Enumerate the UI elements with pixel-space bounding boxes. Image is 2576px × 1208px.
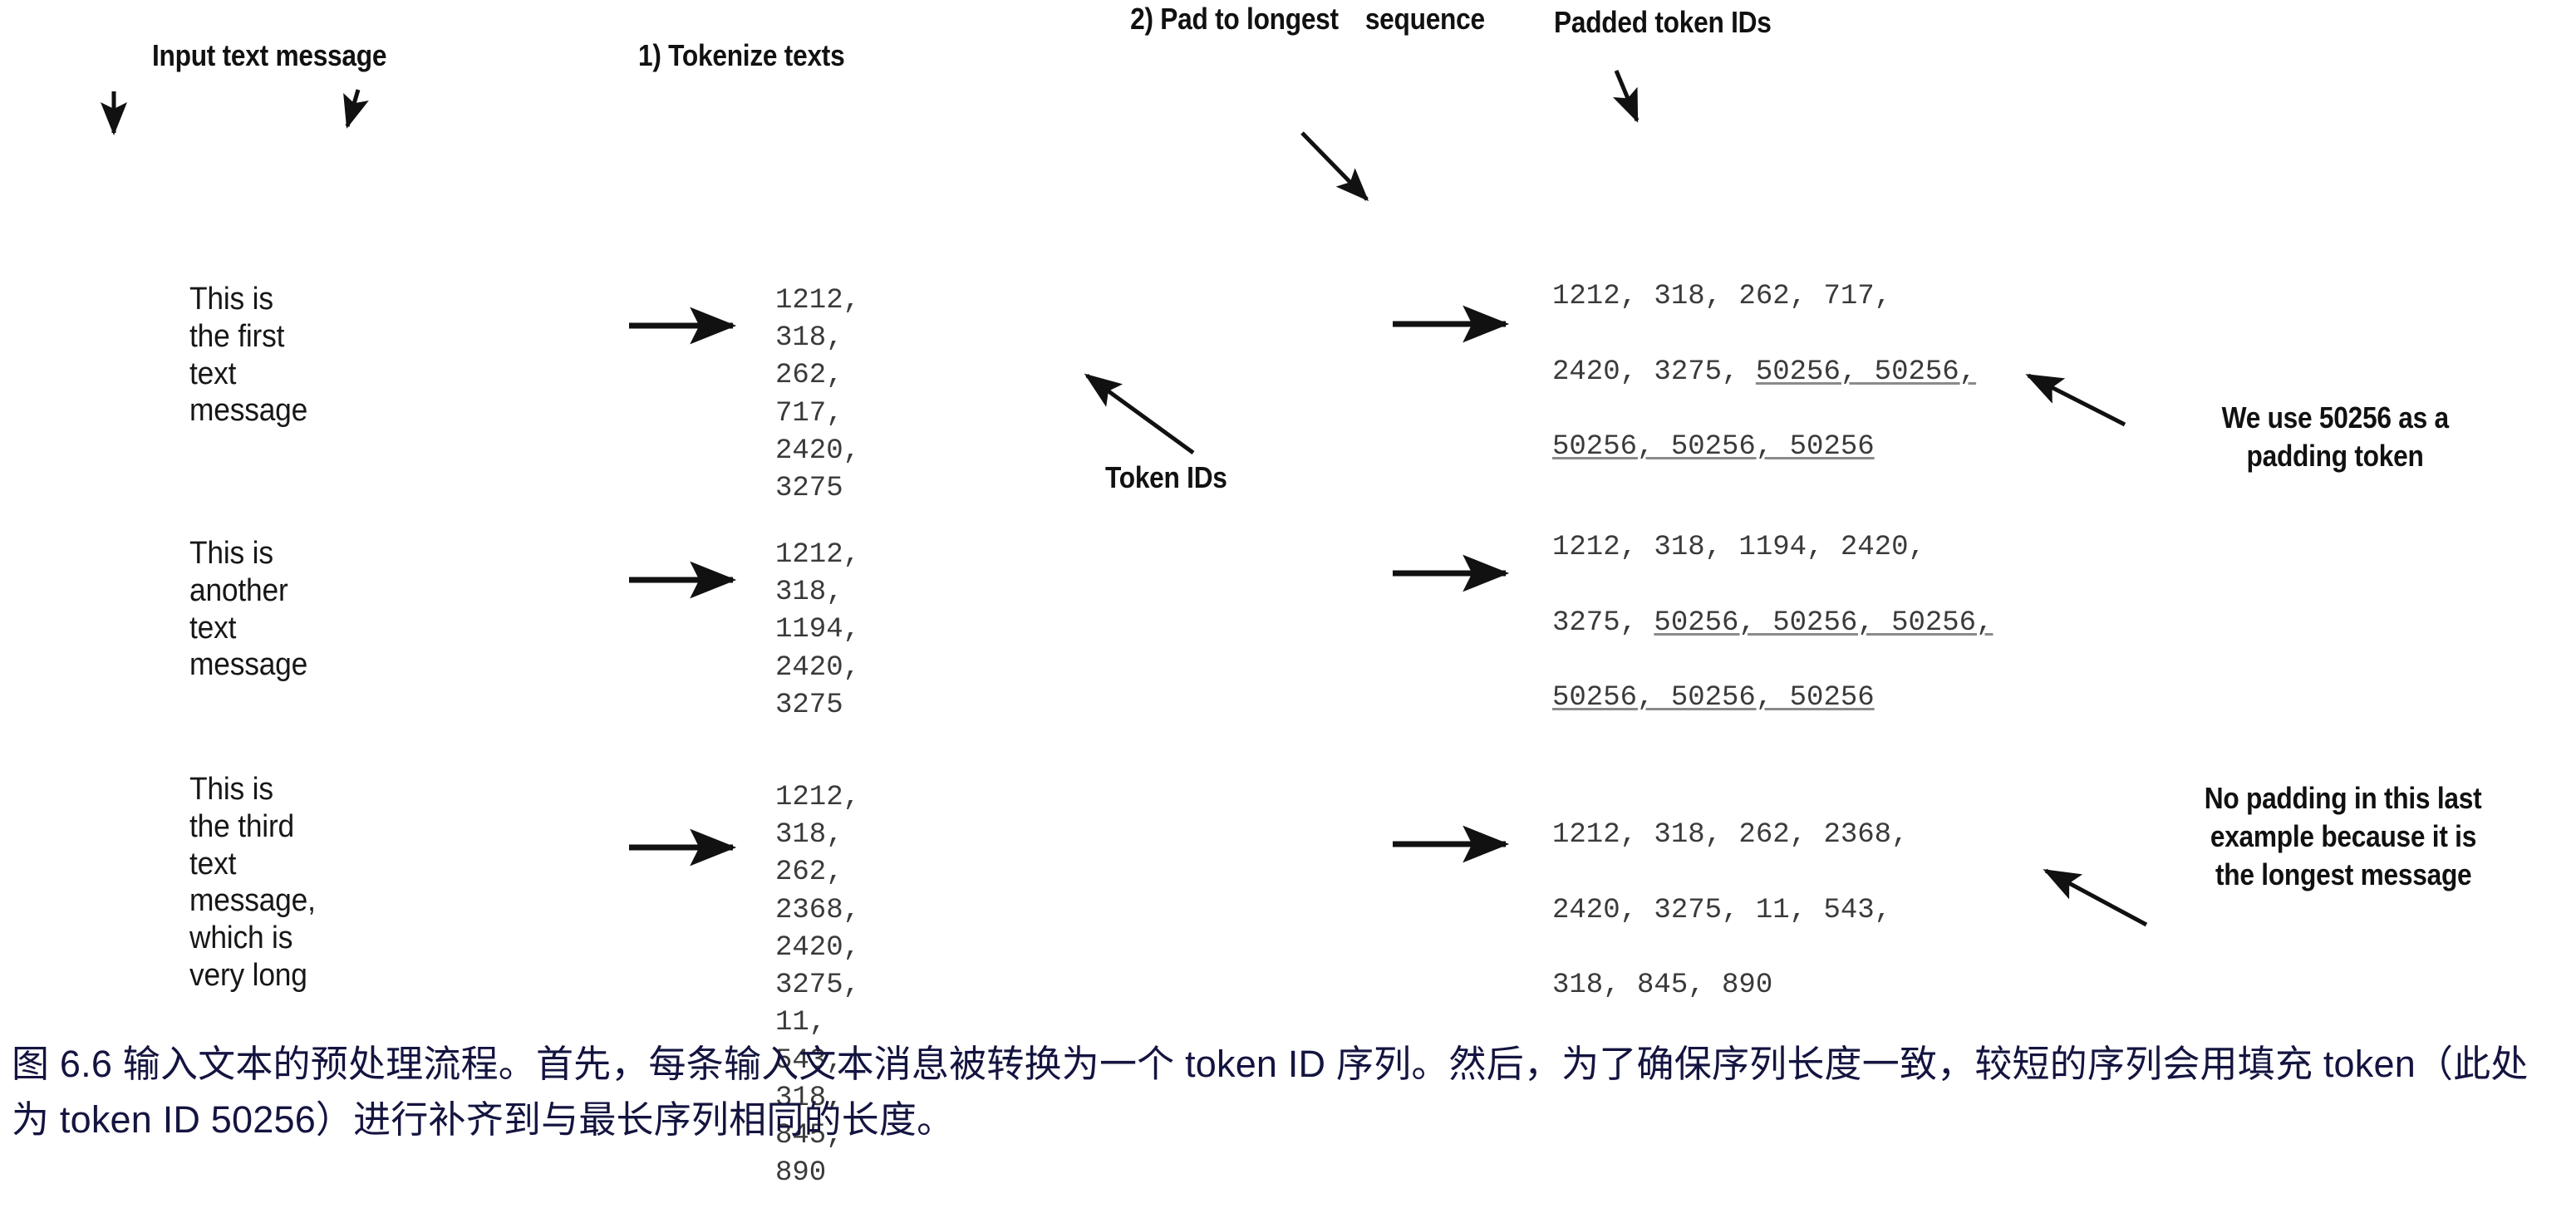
row-3-padded-line-1: 1212, 318, 262, 2368, xyxy=(1552,819,1909,852)
row-3-padded-line-3: 318, 845, 890 xyxy=(1552,970,1773,1002)
arrow-tokenize-texts xyxy=(343,89,369,129)
heading-token-ids: Token IDs xyxy=(1105,460,1227,494)
row-1-input-message: This is the first text message xyxy=(189,282,308,429)
row-2-padded-token-ids: 1212, 318, 1194, 2420, 3275, 50256, 5025… xyxy=(1552,492,2184,755)
annotation-no-padding-line1: No padding in this last xyxy=(2205,781,2482,815)
annotation-padding-token: We use 50256 as a padding token xyxy=(2127,399,2543,475)
heading-pad-to-longest-line1: 2) Pad to longest xyxy=(1130,2,1340,36)
row-2-padding-tokens-b: 50256, 50256, 50256 xyxy=(1552,682,1875,714)
annotation-no-padding-line2: example because it is xyxy=(2210,819,2477,854)
row-1-padded-line-1: 1212, 318, 262, 717, xyxy=(1552,281,1892,313)
row-2-padding-tokens-a: 50256, 50256, 50256, xyxy=(1654,606,1993,639)
row-2-input-message: This is another text message xyxy=(189,536,308,683)
row-2-padded-line-2: 3275, 50256, 50256, 50256, xyxy=(1552,606,1993,639)
arrow-pad-to-longest xyxy=(1300,131,1369,202)
row-2-token-ids: 1212, 318, 1194, 2420, 3275 xyxy=(775,539,861,721)
row-3-token-ids: 1212, 318, 262, 2368, 2420, 3275, 11, 54… xyxy=(775,782,861,1190)
annotation-no-padding-line3: the longest message xyxy=(2215,857,2472,892)
row-3-input-message: This is the third text message, which is… xyxy=(189,772,316,994)
row-1-padding-tokens-b: 50256, 50256, 50256 xyxy=(1552,431,1875,464)
row-2-padded-line-1: 1212, 318, 1194, 2420, xyxy=(1552,532,1925,564)
row-1-padding-tokens-a: 50256, 50256, xyxy=(1755,356,1977,388)
row-3-padded-token-ids: 1212, 318, 262, 2368, 2420, 3275, 11, 54… xyxy=(1552,779,2167,1043)
heading-pad-to-longest-line2: sequence xyxy=(1364,2,1485,36)
row-1-padded-line-2: 2420, 3275, 50256, 50256, xyxy=(1552,356,1977,388)
annotation-no-padding: No padding in this last example because … xyxy=(2111,779,2576,894)
row-2-padded-line-3: 50256, 50256, 50256 xyxy=(1552,680,2184,717)
row-1-padded-line-3: 50256, 50256, 50256 xyxy=(1552,429,2167,466)
arrow-padded-token-ids xyxy=(1613,70,1639,123)
heading-padded-token-ids: Padded token IDs xyxy=(1554,5,1772,39)
heading-tokenize-texts: 1) Tokenize texts xyxy=(638,38,845,72)
heading-input-text-message: Input text message xyxy=(152,38,387,72)
annotation-padding-token-line2: padding token xyxy=(2246,439,2424,474)
arrow-token-ids-callout xyxy=(1084,373,1195,455)
row-1-token-ids: 1212, 318, 262, 717, 2420, 3275 xyxy=(775,285,861,505)
row-1-padded-token-ids: 1212, 318, 262, 717, 2420, 3275, 50256, … xyxy=(1552,241,2167,504)
row-3-padded-line-2: 2420, 3275, 11, 543, xyxy=(1552,894,1892,926)
figure-caption: 图 6.6 输入文本的预处理流程。首先，每条输入文本消息被转换为一个 token… xyxy=(12,1043,2529,1141)
heading-pad-to-longest-sequence: 2) Pad to longest sequence xyxy=(1105,0,1504,38)
annotation-padding-token-line1: We use 50256 as a xyxy=(2221,400,2449,435)
